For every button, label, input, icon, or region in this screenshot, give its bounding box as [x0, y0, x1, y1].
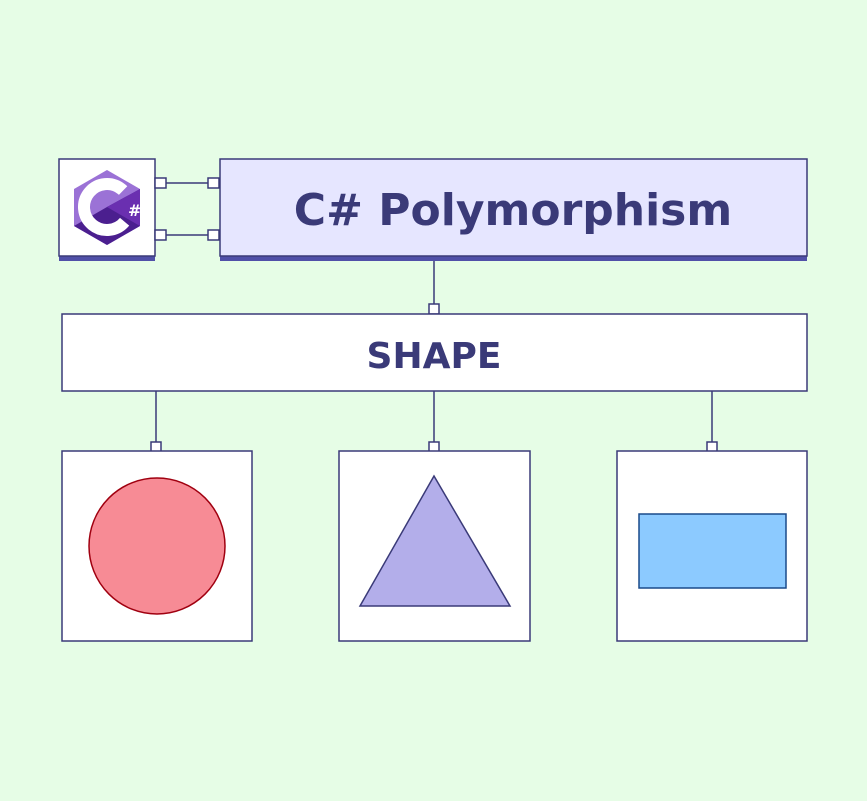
- title-box: C# Polymorphism: [219, 158, 808, 261]
- triangle-shape-icon: [358, 474, 512, 607]
- base-class-label: SHAPE: [367, 336, 502, 377]
- circle-shape-icon: [88, 477, 226, 615]
- connectors: [155, 182, 713, 443]
- rectangle-shape-icon: [638, 513, 787, 589]
- logo-box: #: [58, 158, 156, 261]
- svg-text:#: #: [128, 201, 141, 220]
- base-class-box: SHAPE: [61, 313, 808, 392]
- csharp-logo-icon: #: [74, 170, 141, 245]
- diagram-title: C# Polymorphism: [294, 185, 732, 236]
